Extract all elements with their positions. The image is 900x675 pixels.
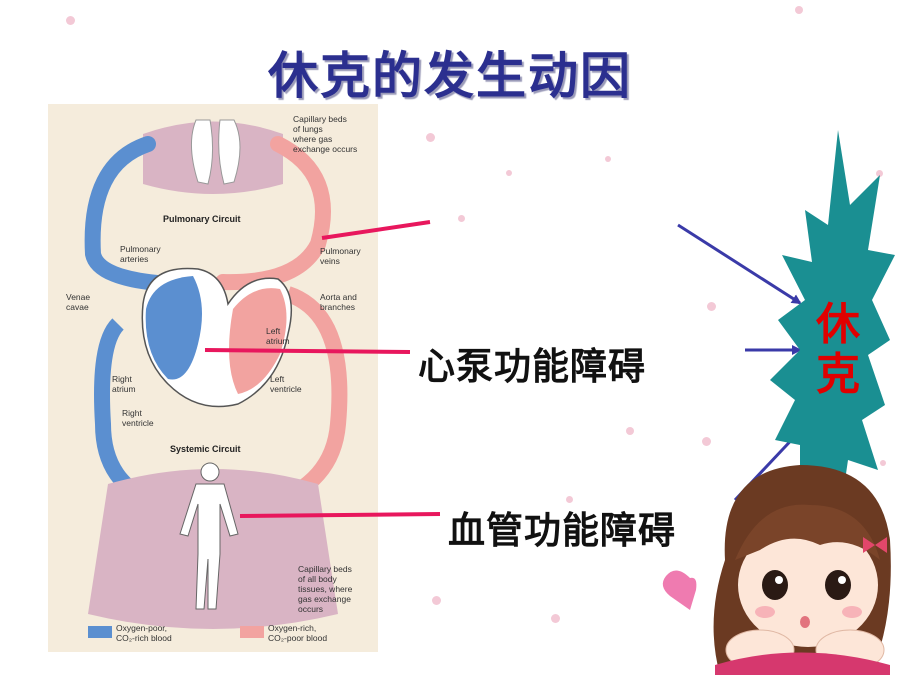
girl-mouth	[800, 616, 810, 628]
background-dot	[795, 6, 803, 14]
svg-text:Pulmonary: Pulmonary	[120, 244, 161, 254]
background-dot	[506, 170, 512, 176]
svg-text:ventricle: ventricle	[270, 384, 302, 394]
label-capillary-body: Capillary beds of all body tissues, wher…	[298, 564, 353, 614]
background-dot	[566, 496, 573, 503]
label-systemic-circuit: Systemic Circuit	[170, 444, 241, 454]
right-heart-chamber	[145, 276, 202, 380]
label-right-ventricle: Right ventricle	[122, 408, 154, 428]
circulation-diagram: Capillary beds of lungs where gas exchan…	[48, 104, 378, 652]
girl-left-eye-shine	[775, 576, 783, 584]
lung-capillary-bed	[143, 121, 283, 194]
girl-right-eye	[825, 570, 851, 600]
slide-title: 休克的发生动因	[268, 47, 632, 105]
svg-text:atrium: atrium	[266, 336, 290, 346]
legend-swatch-oxygen-poor	[88, 626, 112, 638]
cause-heart-pump-dysfunction: 心泵功能障碍	[418, 345, 646, 388]
label-capillary-lungs: Capillary beds of lungs where gas exchan…	[292, 114, 357, 154]
svg-text:branches: branches	[320, 302, 355, 312]
background-dot	[605, 156, 611, 162]
legend-label-oxygen-poor: Oxygen-poor, CO₂-rich blood	[116, 623, 172, 643]
svg-text:where gas: where gas	[292, 134, 332, 144]
svg-text:Venae: Venae	[66, 292, 90, 302]
label-left-atrium: Left atrium	[266, 326, 290, 346]
svg-text:Capillary beds: Capillary beds	[298, 564, 352, 574]
left-lung-icon	[190, 119, 214, 185]
girl-left-eye	[762, 570, 788, 600]
pointer-line-heart	[204, 348, 411, 354]
girl-left-cheek	[755, 606, 775, 618]
svg-text:atrium: atrium	[112, 384, 136, 394]
svg-text:Pulmonary: Pulmonary	[320, 246, 361, 256]
background-dot	[707, 302, 716, 311]
background-dot	[66, 16, 75, 25]
svg-text:veins: veins	[320, 256, 340, 266]
legend-swatch-oxygen-rich	[240, 626, 264, 638]
background-dot	[876, 170, 883, 177]
human-body-icon	[179, 462, 239, 610]
svg-text:CO₂-poor blood: CO₂-poor blood	[268, 633, 327, 643]
girl-right-cheek	[842, 606, 862, 618]
label-right-atrium: Right atrium	[112, 374, 136, 394]
svg-text:Capillary beds: Capillary beds	[293, 114, 347, 124]
girl-face	[738, 523, 878, 647]
svg-text:gas exchange: gas exchange	[298, 594, 351, 604]
label-pulmonary-arteries: Pulmonary arteries	[120, 244, 161, 264]
svg-text:tissues, where: tissues, where	[298, 584, 353, 594]
girl-bangs	[735, 504, 880, 560]
svg-text:ventricle: ventricle	[122, 418, 154, 428]
svg-text:Right: Right	[122, 408, 142, 418]
legend-label-oxygen-rich: Oxygen-rich, CO₂-poor blood	[268, 623, 327, 643]
right-lung-icon	[218, 119, 241, 185]
svg-text:Left: Left	[270, 374, 285, 384]
svg-text:Left: Left	[266, 326, 281, 336]
pointer-line-pulmonary	[321, 220, 431, 240]
svg-text:Oxygen-rich,: Oxygen-rich,	[268, 623, 316, 633]
svg-text:cavae: cavae	[66, 302, 89, 312]
background-dot	[458, 215, 465, 222]
svg-text:exchange occurs: exchange occurs	[293, 144, 357, 154]
svg-text:CO₂-rich blood: CO₂-rich blood	[116, 633, 172, 643]
svg-text:Right: Right	[112, 374, 132, 384]
svg-text:occurs: occurs	[298, 604, 323, 614]
background-dot	[432, 596, 441, 605]
background-dot	[551, 614, 560, 623]
background-dot	[426, 133, 435, 142]
bow-icon	[863, 537, 887, 553]
heart-icon	[662, 570, 697, 610]
pulmonary-artery-vessel	[84, 136, 176, 292]
arrow-to-shock-top	[677, 223, 802, 305]
pointer-line-vessel	[239, 512, 441, 518]
background-dot	[702, 437, 711, 446]
label-venae-cavae: Venae cavae	[66, 292, 90, 312]
girl-right-eye-shine	[838, 576, 846, 584]
svg-text:of all body: of all body	[298, 574, 337, 584]
svg-text:arteries: arteries	[120, 254, 148, 264]
label-aorta-branches: Aorta and branches	[320, 292, 357, 312]
shock-label-line1: 休	[816, 299, 860, 350]
label-pulmonary-circuit: Pulmonary Circuit	[163, 214, 241, 224]
svg-text:of lungs: of lungs	[293, 124, 323, 134]
cause-vascular-dysfunction: 血管功能障碍	[448, 509, 676, 552]
circulation-diagram-svg: Capillary beds of lungs where gas exchan…	[66, 114, 361, 643]
girl-dress	[715, 652, 890, 675]
left-heart-chamber	[229, 288, 287, 394]
label-left-ventricle: Left ventricle	[270, 374, 302, 394]
svg-text:Oxygen-poor,: Oxygen-poor,	[116, 623, 167, 633]
background-dot	[880, 460, 886, 466]
background-dot	[626, 427, 634, 435]
shock-label-line2: 克	[816, 349, 860, 400]
shock-label: 休 克	[810, 300, 866, 400]
svg-text:Aorta and: Aorta and	[320, 292, 357, 302]
label-pulmonary-veins: Pulmonary veins	[320, 246, 361, 266]
